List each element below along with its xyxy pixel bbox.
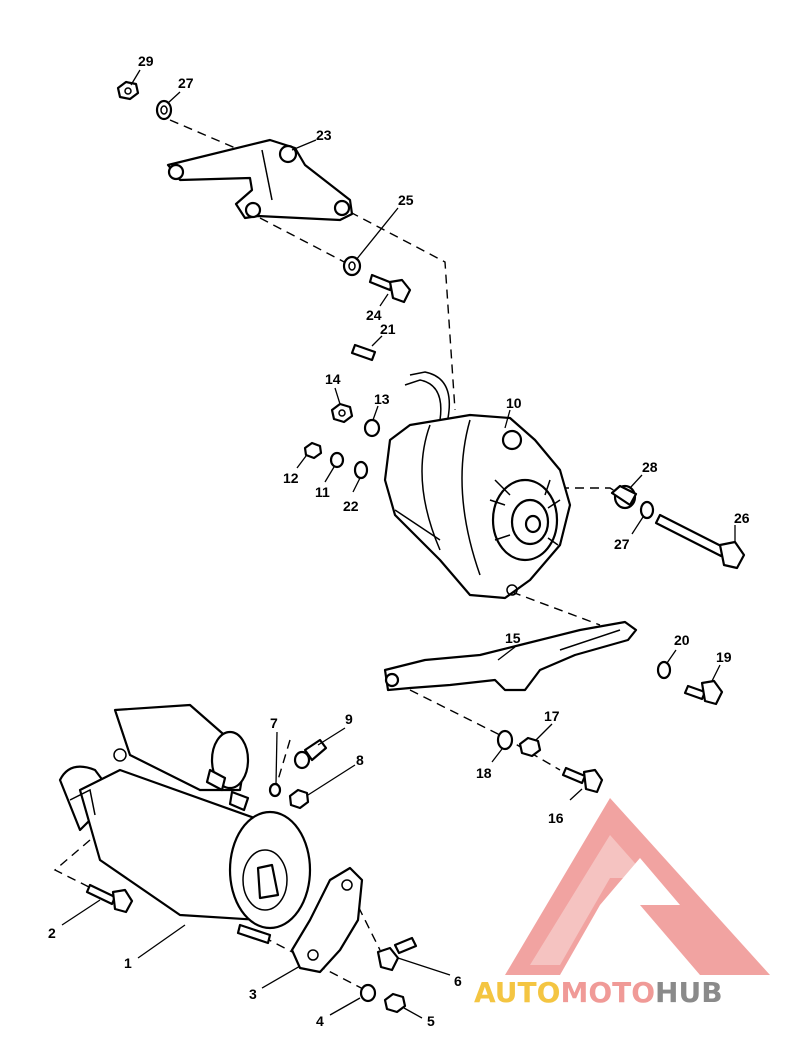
callout-21: 21 — [380, 321, 396, 337]
callout-19: 19 — [716, 649, 732, 665]
watermark-text-hub: HUB — [655, 976, 723, 1009]
callout-3: 3 — [249, 986, 257, 1002]
callout-24: 24 — [366, 307, 382, 323]
starter-motor-1 — [58, 703, 312, 945]
bolt-19 — [683, 679, 724, 706]
leader-lines — [61, 69, 736, 1019]
bolt-16 — [561, 766, 604, 794]
watermark-text: AUTOMOTOHUB — [474, 976, 723, 1009]
callout-27-lower: 27 — [614, 536, 630, 552]
washer-25 — [342, 255, 362, 277]
bracket-3 — [290, 866, 364, 974]
callout-12: 12 — [283, 470, 299, 486]
nut-7 — [268, 782, 282, 798]
callout-20: 20 — [674, 632, 690, 648]
alternator-10 — [383, 371, 572, 600]
screw-9 — [293, 738, 328, 770]
nut-29 — [116, 80, 140, 101]
callout-7: 7 — [270, 715, 278, 731]
bolt-26 — [654, 513, 746, 570]
bracket-23 — [166, 138, 354, 222]
watermark-triangle-icon — [505, 798, 770, 975]
washer-22 — [353, 460, 369, 480]
washer-11 — [329, 451, 345, 469]
callout-15: 15 — [505, 630, 521, 646]
callout-18: 18 — [476, 765, 492, 781]
callout-labels: 29 27 23 25 24 21 14 13 10 12 11 22 28 2… — [48, 53, 750, 1029]
callout-4: 4 — [316, 1013, 324, 1029]
callout-25: 25 — [398, 192, 414, 208]
watermark-logo — [505, 798, 770, 975]
callout-1: 1 — [124, 955, 132, 971]
callout-22: 22 — [343, 498, 359, 514]
washer-18 — [496, 729, 514, 751]
watermark-text-auto: AUTO — [474, 976, 560, 1009]
washer-13 — [363, 418, 381, 438]
spacer-28 — [610, 484, 638, 510]
callout-2: 2 — [48, 925, 56, 941]
callout-9: 9 — [345, 711, 353, 727]
callout-17: 17 — [544, 708, 560, 724]
callout-8: 8 — [356, 752, 364, 768]
washer-27-lower — [639, 500, 655, 520]
washer-27-top — [155, 99, 173, 121]
callout-11: 11 — [315, 484, 330, 500]
bolt-24 — [368, 273, 412, 304]
watermark-triangle-inner-icon — [530, 835, 648, 965]
washer-20 — [656, 660, 672, 680]
nut-17 — [518, 736, 542, 758]
callout-29: 29 — [138, 53, 154, 69]
bolt-2 — [85, 883, 134, 914]
bolt-6 — [376, 936, 418, 972]
pin-21 — [350, 343, 377, 362]
callout-28: 28 — [642, 459, 658, 475]
callout-14: 14 — [325, 371, 341, 387]
callout-6: 6 — [454, 973, 462, 989]
nut-5 — [383, 992, 407, 1014]
callout-23: 23 — [316, 127, 332, 143]
nut-12 — [303, 441, 323, 460]
callout-27-top: 27 — [178, 75, 194, 91]
callout-10: 10 — [506, 395, 522, 411]
watermark-text-moto: MOTO — [560, 976, 655, 1009]
nut-8 — [288, 788, 310, 810]
strap-15 — [383, 620, 638, 692]
callout-5: 5 — [427, 1013, 435, 1029]
callout-16: 16 — [548, 810, 564, 826]
callout-26: 26 — [734, 510, 750, 526]
nut-14 — [330, 402, 354, 424]
callout-13: 13 — [374, 391, 390, 407]
washer-4 — [359, 983, 377, 1003]
